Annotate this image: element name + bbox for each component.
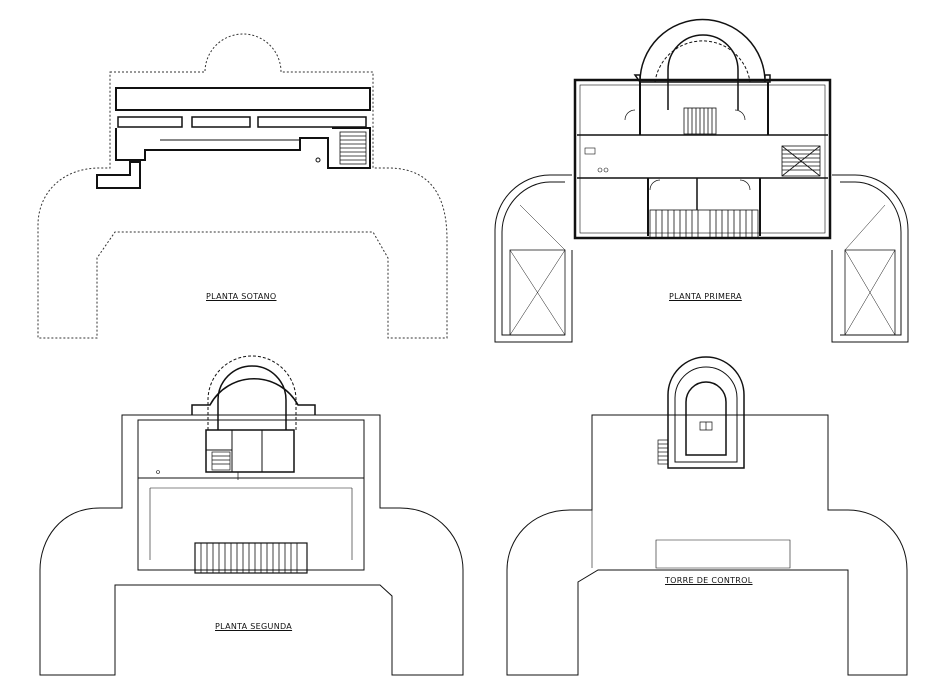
sotano-room-right bbox=[257, 116, 367, 128]
primera-dome bbox=[633, 18, 771, 85]
torre-outline bbox=[506, 414, 908, 676]
primera-dome-apse bbox=[667, 34, 739, 110]
sotano-gallery bbox=[115, 87, 371, 111]
segunda-core bbox=[205, 429, 295, 473]
segunda-stair bbox=[211, 451, 231, 471]
primera-main-body bbox=[573, 78, 832, 240]
plan-primera bbox=[494, 18, 909, 343]
sotano-corner-block bbox=[96, 161, 141, 189]
label-planta-segunda: PLANTA SEGUNDA bbox=[215, 622, 293, 631]
primera-dome-inner bbox=[654, 40, 751, 83]
sotano-outline bbox=[37, 33, 448, 339]
segunda-inner-body bbox=[137, 419, 365, 571]
plan-segunda bbox=[39, 355, 464, 676]
sotano-room-center bbox=[191, 116, 251, 128]
primera-front-steps bbox=[649, 209, 759, 239]
torre-tower bbox=[667, 356, 745, 469]
torre-stair bbox=[657, 439, 669, 465]
segunda-front-steps bbox=[194, 542, 308, 574]
segunda-outline bbox=[39, 414, 464, 676]
primera-right-wing bbox=[831, 174, 909, 343]
sotano-room-left bbox=[117, 116, 183, 128]
label-torre-de-control: TORRE DE CONTROL bbox=[665, 576, 753, 585]
sotano-corridor bbox=[115, 127, 371, 169]
primera-central-stair bbox=[683, 107, 717, 135]
sotano-fixture-icon bbox=[315, 157, 321, 163]
plan-torre bbox=[506, 356, 908, 676]
segunda-dome bbox=[191, 378, 316, 415]
label-planta-primera: PLANTA PRIMERA bbox=[669, 292, 742, 301]
plan-sotano bbox=[37, 33, 448, 339]
label-planta-sotano: PLANTA SOTANO bbox=[206, 292, 277, 301]
primera-left-wing bbox=[494, 174, 573, 343]
primera-right-stair bbox=[781, 145, 821, 177]
sotano-stair bbox=[339, 131, 367, 165]
primera-toilet-icon bbox=[584, 147, 596, 155]
